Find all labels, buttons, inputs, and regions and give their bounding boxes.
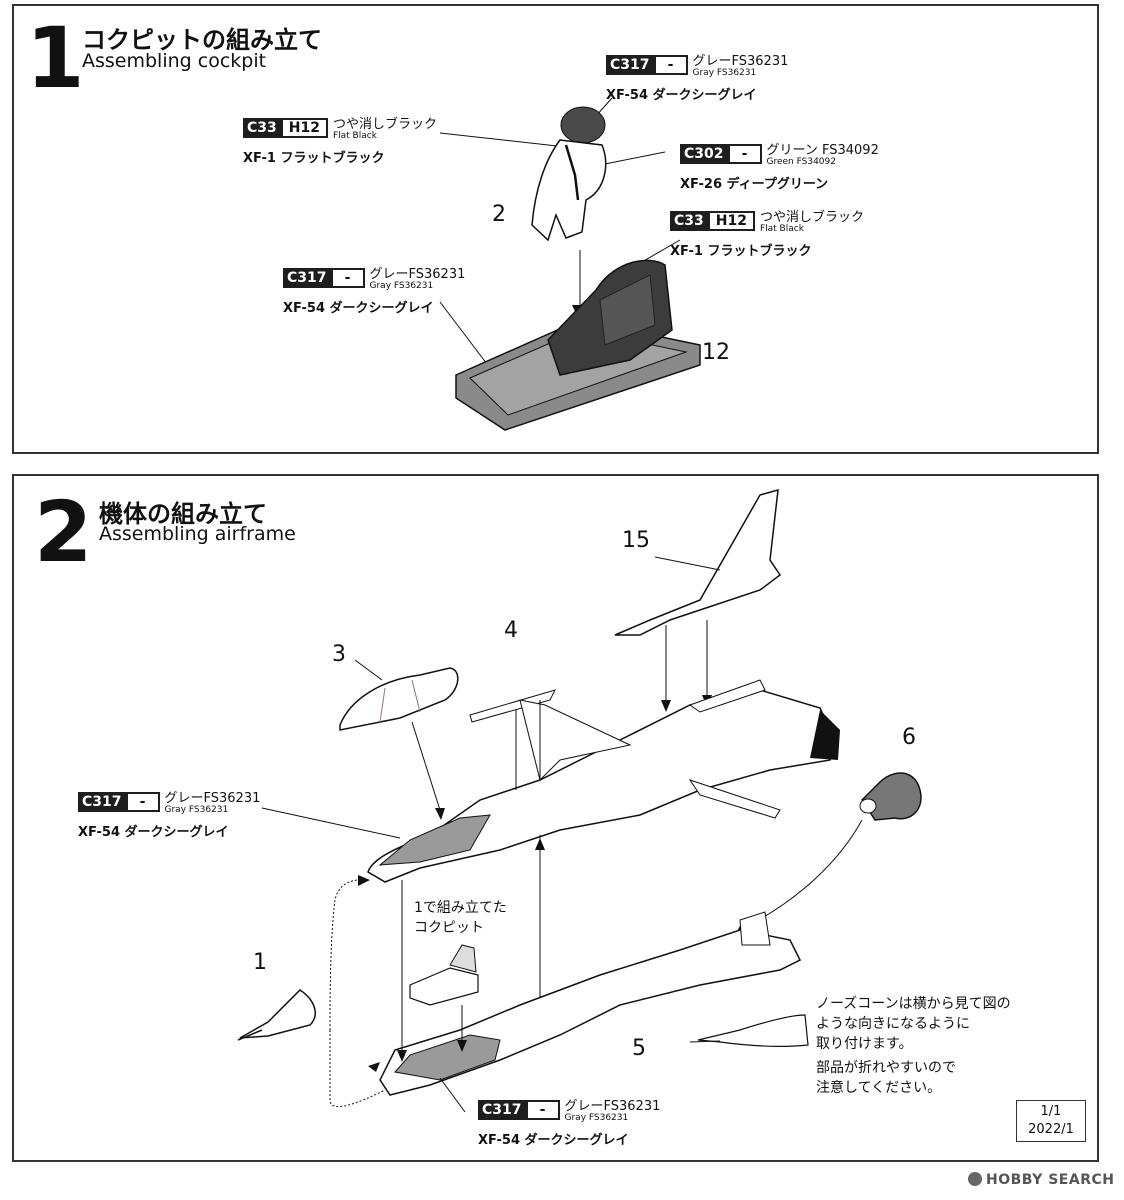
step2-title-en: Assembling airframe bbox=[99, 523, 296, 545]
nose-cone-note: ノーズコーンは横から見て図の ような向きになるように 取り付けます。 部品が折れ… bbox=[816, 996, 1011, 1096]
step1-number: 1 bbox=[26, 9, 85, 107]
part-number-1: 1 bbox=[253, 950, 267, 975]
part-number-3: 3 bbox=[332, 642, 346, 667]
part-number-2: 2 bbox=[492, 202, 506, 227]
nose-cone bbox=[239, 989, 316, 1039]
pilot-body bbox=[531, 139, 607, 242]
assembled-cockpit-small bbox=[409, 967, 479, 1006]
upper-fuselage bbox=[367, 689, 836, 883]
part-number-15: 15 bbox=[622, 528, 650, 553]
part-number-5: 5 bbox=[632, 1036, 646, 1061]
step1-title-en: Assembling cockpit bbox=[82, 50, 267, 72]
nose-cone-side-view bbox=[697, 1014, 809, 1048]
cockpit-reference-note: 1で組み立てた コクピット bbox=[414, 900, 507, 936]
vertical-fin bbox=[614, 488, 782, 636]
step2-title-jp: 機体の組み立て bbox=[99, 500, 267, 528]
part-number-6: 6 bbox=[902, 725, 916, 750]
page-date-box: 1/1 2022/1 bbox=[1016, 1100, 1086, 1142]
part-number-4: 4 bbox=[504, 618, 518, 643]
part-number-12: 12 bbox=[702, 340, 730, 365]
step1-title-jp: コクピットの組み立て bbox=[82, 26, 322, 54]
engine-nozzle bbox=[861, 772, 922, 821]
canopy bbox=[339, 667, 459, 731]
watermark-logo-icon bbox=[968, 1172, 982, 1186]
step2-number: 2 bbox=[34, 483, 93, 581]
watermark: HOBBY SEARCH bbox=[968, 1172, 1114, 1188]
